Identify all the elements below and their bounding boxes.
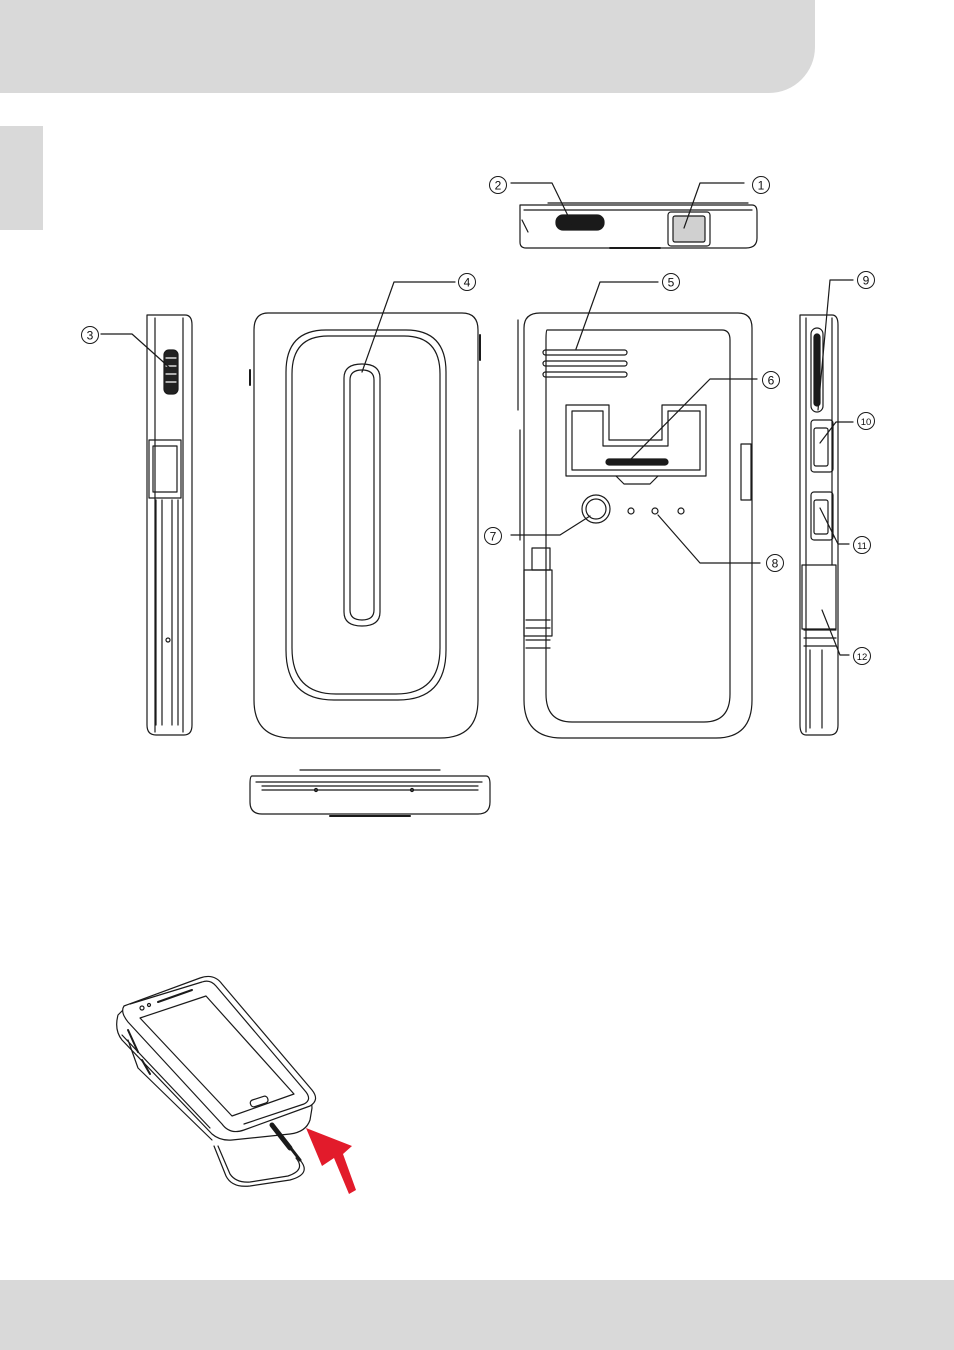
callout-leaders [101, 183, 853, 655]
callout-12: 12 [854, 648, 871, 665]
right-side-view [800, 315, 838, 735]
svg-text:1: 1 [758, 179, 765, 193]
svg-text:12: 12 [857, 652, 868, 663]
callout-1: 1 [753, 177, 770, 194]
back-view [518, 313, 752, 738]
callout-9: 9 [858, 272, 875, 289]
red-arrow-icon [306, 1128, 356, 1194]
svg-text:6: 6 [768, 374, 775, 388]
speaker-grille [543, 350, 627, 377]
svg-text:5: 5 [668, 276, 675, 290]
top-slot-2 [556, 215, 604, 230]
callout-10: 10 [858, 413, 875, 430]
svg-text:7: 7 [490, 530, 497, 544]
callout-4: 4 [459, 274, 476, 291]
front-view [250, 313, 480, 738]
phone-charging-illustration [117, 976, 316, 1186]
svg-text:10: 10 [861, 417, 872, 428]
callout-2: 2 [490, 177, 507, 194]
callout-6: 6 [763, 372, 780, 389]
callout-5: 5 [663, 274, 680, 291]
svg-text:4: 4 [464, 276, 471, 290]
left-side-view [147, 315, 192, 735]
bottom-view [250, 770, 490, 816]
side-slider-3 [164, 350, 178, 394]
callout-3: 3 [82, 327, 99, 344]
callout-8: 8 [767, 555, 784, 572]
svg-text:11: 11 [857, 541, 867, 552]
top-view [520, 203, 757, 248]
callout-7: 7 [485, 528, 502, 545]
callout-11: 11 [854, 537, 871, 554]
svg-text:9: 9 [863, 274, 870, 288]
svg-text:8: 8 [772, 557, 779, 571]
svg-text:3: 3 [87, 329, 94, 343]
svg-text:2: 2 [495, 179, 502, 193]
